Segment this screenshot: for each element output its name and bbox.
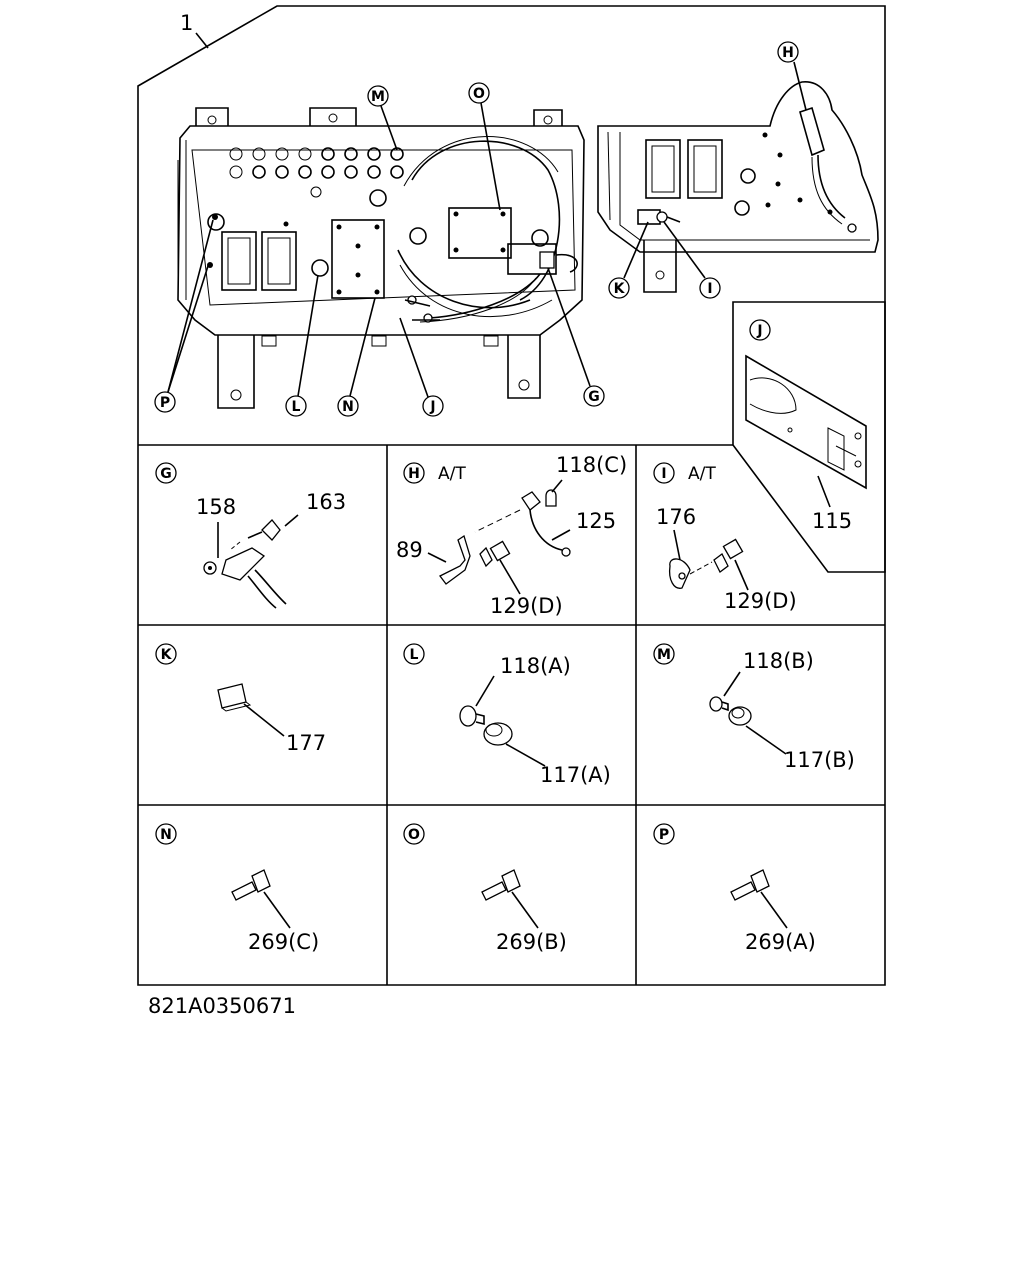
svg-text:K: K — [161, 647, 173, 663]
part-label-163: 163 — [306, 490, 346, 514]
callout-J: J — [399, 317, 444, 417]
drawing-number: 821A0350671 — [148, 994, 296, 1018]
svg-text:H: H — [408, 466, 420, 482]
svg-text:L: L — [410, 647, 419, 663]
callout-K: K — [608, 221, 649, 299]
detail-P: P 269(A) — [653, 823, 816, 954]
part-label-117A: 117(A) — [540, 763, 611, 787]
callout-G: G — [547, 267, 605, 407]
svg-text:O: O — [408, 827, 420, 843]
detail-J: J 115 — [745, 319, 867, 533]
detail-I: I A/T 176 129(D) — [653, 462, 797, 613]
svg-text:P: P — [160, 395, 170, 411]
svg-text:N: N — [160, 827, 172, 843]
detail-K: K 177 — [155, 643, 326, 755]
svg-text:P: P — [659, 827, 669, 843]
svg-text:I: I — [707, 281, 712, 297]
callout-L: L — [285, 274, 319, 417]
detail-O: O 269(B) — [403, 823, 567, 954]
svg-text:O: O — [473, 86, 485, 102]
callout-M: M — [367, 85, 398, 151]
diagram-frame — [137, 5, 886, 986]
note-AT-H: A/T — [438, 464, 466, 484]
detail-N: N 269(C) — [155, 823, 319, 954]
socket-grid — [229, 147, 404, 207]
part-label-125: 125 — [576, 509, 616, 533]
callout-O: O — [468, 82, 501, 211]
svg-text:G: G — [588, 389, 600, 405]
svg-text:N: N — [342, 399, 354, 415]
part-label-269C: 269(C) — [248, 930, 319, 954]
part-label-118B: 118(B) — [743, 649, 814, 673]
part-label-118C: 118(C) — [556, 453, 627, 477]
part-label-89: 89 — [396, 538, 423, 562]
detail-H: H A/T 118(C) 125 89 129(D) — [396, 453, 627, 618]
callout-N: N — [337, 297, 376, 417]
svg-text:J: J — [756, 323, 762, 339]
svg-text:K: K — [614, 281, 626, 297]
svg-text:H: H — [782, 45, 794, 61]
svg-text:M: M — [657, 647, 671, 663]
part-label-117B: 117(B) — [784, 748, 855, 772]
part-label-269B: 269(B) — [496, 930, 567, 954]
svg-text:I: I — [661, 466, 666, 482]
item-number-label: 1 — [180, 11, 193, 35]
svg-text:G: G — [160, 466, 172, 482]
part-label-129D-I: 129(D) — [724, 589, 797, 613]
callout-P: P — [154, 219, 214, 413]
note-AT-I: A/T — [688, 464, 716, 484]
detail-L: L 118(A) 117(A) — [403, 643, 611, 787]
callout-I: I — [663, 221, 721, 299]
part-label-158: 158 — [196, 495, 236, 519]
part-label-269A: 269(A) — [745, 930, 816, 954]
part-label-115: 115 — [812, 509, 852, 533]
callout-H: H — [777, 41, 807, 111]
detail-G: G 158 163 — [155, 462, 346, 609]
inset-back-view-drawing — [597, 81, 879, 293]
meter-assembly-drawing — [177, 107, 585, 409]
part-label-118A: 118(A) — [500, 654, 571, 678]
part-label-176: 176 — [656, 505, 696, 529]
detail-M: M 118(B) 117(B) — [653, 643, 855, 772]
part-label-177: 177 — [286, 731, 326, 755]
part-label-129D-H: 129(D) — [490, 594, 563, 618]
svg-text:L: L — [292, 399, 301, 415]
svg-text:M: M — [371, 89, 385, 105]
svg-text:J: J — [429, 399, 435, 415]
